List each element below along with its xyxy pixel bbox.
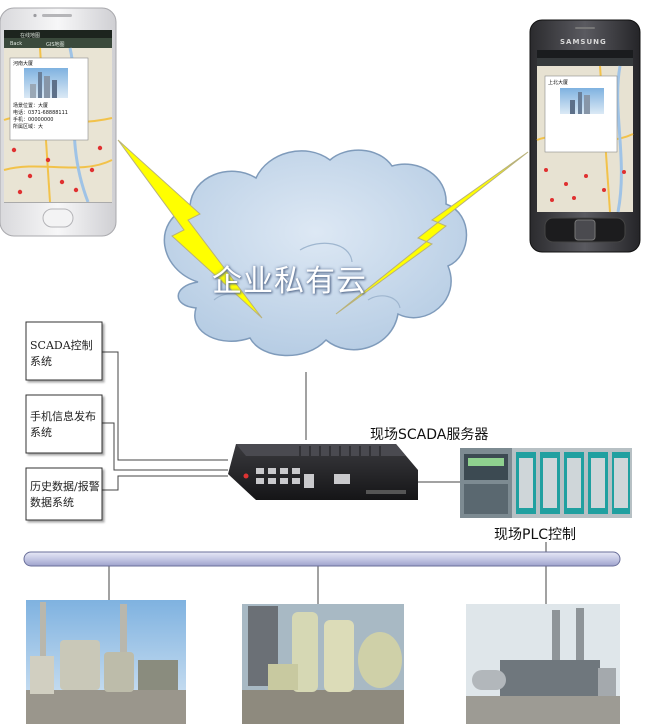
plant-photo-2 [242,604,404,724]
system-box-mobile-label: 手机信息发布系统 [30,410,96,439]
cloud-label: 企业私有云 [212,264,367,299]
plc-rack [460,448,632,518]
left-phone-popup-title: 河南大厦 [13,61,34,67]
left-phone-title: 在线地图 [20,33,41,39]
scada-server-label: 现场SCADA服务器 [370,427,489,443]
left-phone-popup-line-2: 电话：0371-68888111 [13,110,68,116]
scada-server-device [228,444,418,500]
left-phone-back: Back [10,41,23,47]
system-box-scada-label: SCADA控制系统 [30,339,93,368]
wireless-link-left [117,139,263,319]
left-smartphone [0,7,117,237]
left-phone-popup-line-1: 场景位置：大厦 [13,103,49,109]
left-phone-popup-line-4: 所属区域：大 [13,124,44,130]
left-phone-tab: GIS地图 [46,42,65,48]
field-bus [23,551,621,567]
system-boxes [25,321,103,521]
right-smartphone [529,19,641,253]
wireless-link-right [335,151,529,315]
system-box-history-label: 历史数据/报警数据系统 [30,480,100,509]
plc-label: 现场PLC控制 [494,527,577,543]
connection-lines [102,351,547,604]
left-phone-popup-line-3: 手机：00000000 [13,117,54,123]
plant-photo-3 [466,604,620,724]
private-cloud [163,149,468,357]
right-phone-popup-title: 上北大厦 [548,80,569,86]
right-phone-brand: SAMSUNG [560,38,607,46]
plant-photo-1 [26,600,186,724]
